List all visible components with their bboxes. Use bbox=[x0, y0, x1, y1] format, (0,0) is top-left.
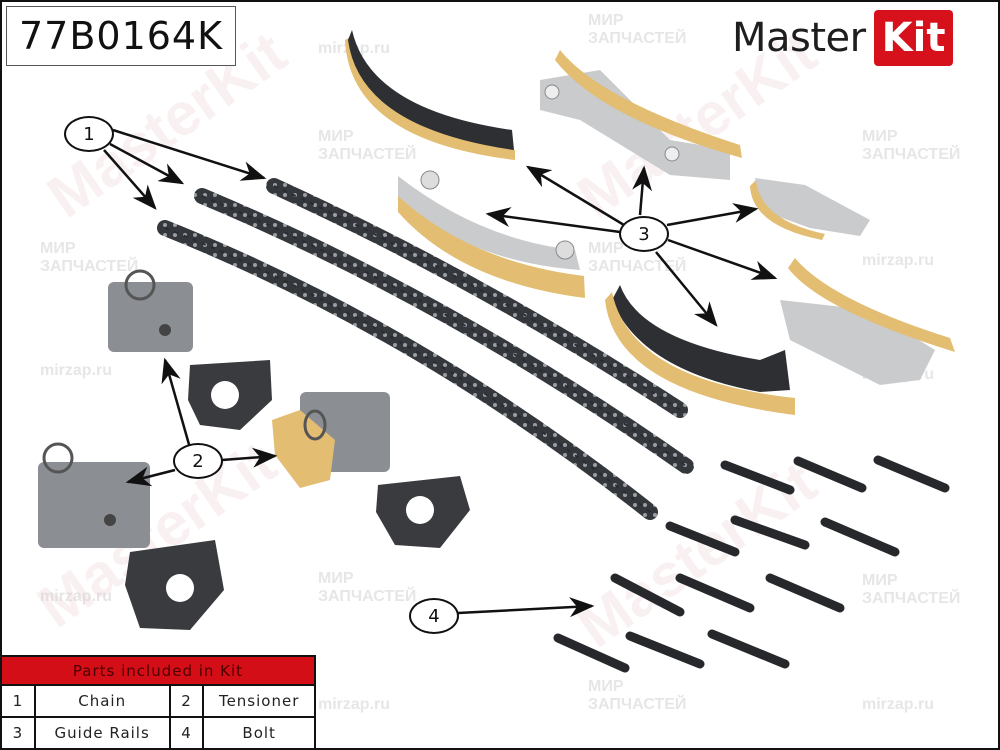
gasket bbox=[188, 360, 272, 430]
guide-rail bbox=[605, 285, 795, 415]
tensioner bbox=[108, 269, 193, 352]
gasket bbox=[376, 476, 470, 548]
guide-rail bbox=[540, 50, 742, 180]
part-name-cell: Guide Rails bbox=[33, 716, 171, 750]
part-number-cell: 1 bbox=[0, 684, 36, 718]
timing-chain bbox=[194, 188, 694, 474]
gasket bbox=[125, 540, 224, 630]
callout-chain: 1 bbox=[64, 116, 114, 152]
guide-rail bbox=[780, 258, 955, 385]
guide-rail bbox=[345, 30, 515, 160]
part-number-cell: 2 bbox=[168, 684, 205, 718]
timing-chain bbox=[266, 178, 688, 418]
part-number: 77B0164K bbox=[6, 6, 236, 66]
callout-arrows bbox=[103, 128, 778, 618]
part-number-cell: 4 bbox=[168, 716, 205, 750]
brand-logo: Master Kit bbox=[732, 9, 954, 67]
bolts bbox=[553, 455, 950, 673]
brand-logo-badge: Kit bbox=[873, 10, 954, 66]
parts-table: Parts included in Kit 1 Chain 2 Tensione… bbox=[0, 655, 316, 750]
part-name-cell: Tensioner bbox=[202, 684, 316, 718]
part-name-cell: Chain bbox=[33, 684, 171, 718]
guide-rail bbox=[750, 178, 870, 240]
part-number-cell: 3 bbox=[0, 716, 36, 750]
tensioner bbox=[272, 392, 390, 488]
table-row: 1 Chain 2 Tensioner bbox=[0, 684, 316, 718]
parts-table-title: Parts included in Kit bbox=[0, 655, 316, 684]
guide-rail bbox=[398, 170, 585, 298]
part-name-cell: Bolt bbox=[202, 716, 316, 750]
callout-bolt: 4 bbox=[409, 598, 459, 634]
brand-logo-word: Master bbox=[732, 15, 866, 61]
callout-guide-rails: 3 bbox=[619, 216, 669, 252]
callout-tensioner: 2 bbox=[173, 443, 223, 479]
tensioner bbox=[38, 442, 150, 548]
timing-chain bbox=[157, 220, 658, 520]
table-row: 3 Guide Rails 4 Bolt bbox=[0, 716, 316, 750]
